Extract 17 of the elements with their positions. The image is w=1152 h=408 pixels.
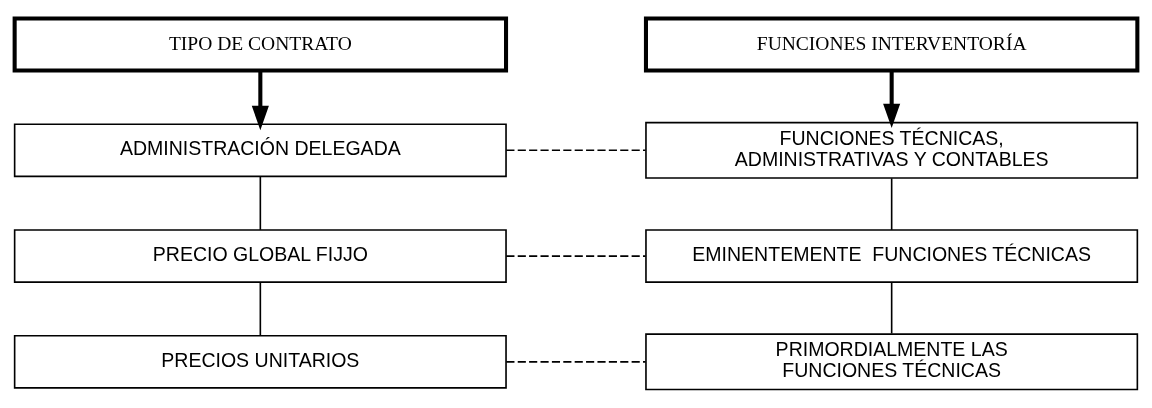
- arrow: [251, 71, 269, 131]
- connector: [890, 281, 893, 335]
- node-box: FUNCIONES INTERVENTORÍA: [643, 16, 1140, 73]
- node-box: ADMINISTRACIÓN DELEGADA: [13, 123, 507, 178]
- node-box: TIPO DE CONTRATO: [12, 16, 509, 73]
- connector: [259, 281, 262, 337]
- connector: [505, 149, 647, 152]
- connector: [259, 175, 262, 231]
- node-box: PRECIOS UNITARIOS: [13, 335, 507, 389]
- node-box: PRECIO GLOBAL FIJJO: [13, 229, 507, 283]
- connector: [890, 177, 893, 231]
- connector: [505, 361, 647, 363]
- node-box: FUNCIONES TÉCNICAS, ADMINISTRATIVAS Y CONTABLES: [645, 121, 1139, 179]
- arrow: [883, 71, 901, 129]
- node-box: PRIMORDIALMENTE LAS FUNCIONES TÉCNICAS: [645, 333, 1139, 391]
- connector: [505, 255, 647, 257]
- node-box: EMINENTEMENTE FUNCIONES TÉCNICAS: [645, 229, 1139, 283]
